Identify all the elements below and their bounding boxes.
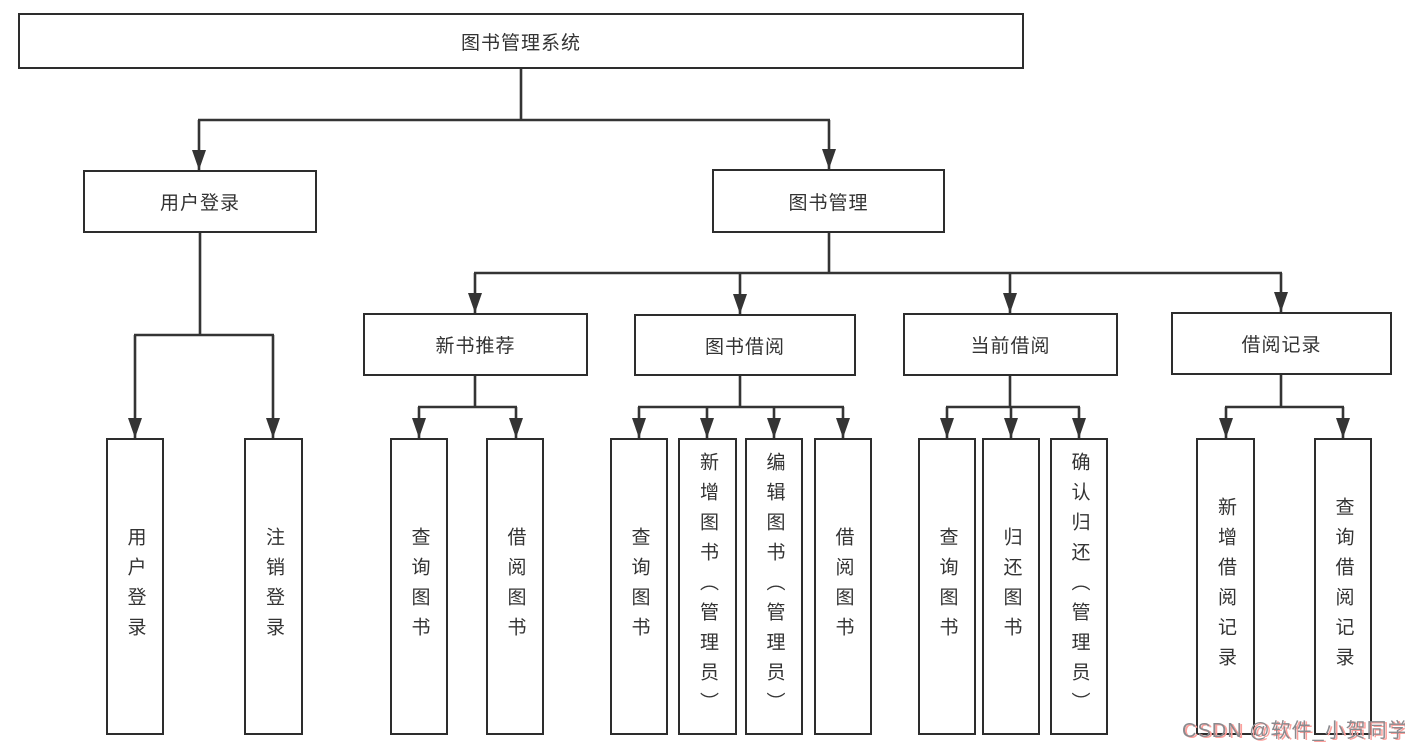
leaf-edit-book-admin: 编辑图书（管理员） xyxy=(745,438,803,735)
node-new-book-recommend: 新书推荐 xyxy=(363,313,588,376)
leaf-borrow-book-1: 借阅图书 xyxy=(486,438,544,735)
leaf-confirm-return-admin: 确认归还（管理员） xyxy=(1050,438,1108,735)
leaf-return-book: 归还图书 xyxy=(982,438,1040,735)
leaf-add-book-admin: 新增图书（管理员） xyxy=(678,438,737,735)
leaf-query-book-1: 查询图书 xyxy=(390,438,448,735)
leaf-add-borrow-record: 新增借阅记录 xyxy=(1196,438,1255,735)
watermark: CSDN @软件_小贺同学 xyxy=(1182,720,1405,742)
node-user-login: 用户登录 xyxy=(83,170,317,233)
leaf-query-book-3: 查询图书 xyxy=(918,438,976,735)
node-current-borrow: 当前借阅 xyxy=(903,313,1118,376)
node-root-system: 图书管理系统 xyxy=(18,13,1024,69)
node-book-management: 图书管理 xyxy=(712,169,945,233)
node-borrow-record: 借阅记录 xyxy=(1171,312,1392,375)
node-book-borrow: 图书借阅 xyxy=(634,314,856,376)
leaf-query-book-2: 查询图书 xyxy=(610,438,668,735)
leaf-user-login: 用户登录 xyxy=(106,438,164,735)
leaf-query-borrow-record: 查询借阅记录 xyxy=(1314,438,1372,735)
leaf-logout: 注销登录 xyxy=(244,438,303,735)
leaf-borrow-book-2: 借阅图书 xyxy=(814,438,872,735)
